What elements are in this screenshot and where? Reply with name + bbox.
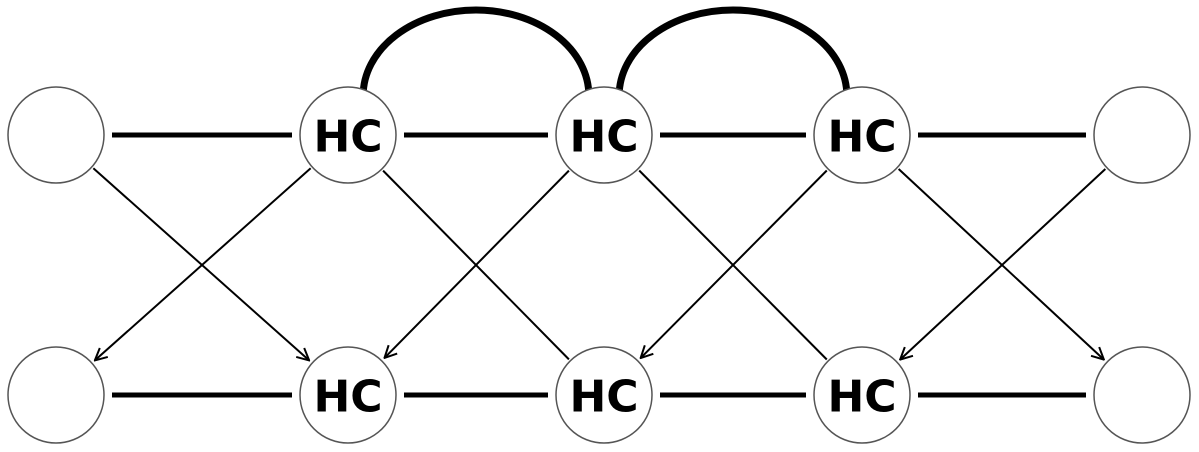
node-label: HC — [313, 372, 382, 423]
node-b1: HC — [299, 346, 397, 444]
arrow-t3-b2 — [641, 169, 828, 358]
node-circle — [555, 346, 653, 444]
node-t1: HC — [299, 86, 397, 184]
node-t2: HC — [555, 86, 653, 184]
node-circle — [7, 86, 105, 184]
node-t4 — [1093, 86, 1191, 184]
node-circle — [299, 86, 397, 184]
node-circle — [1093, 346, 1191, 444]
node-b3: HC — [813, 346, 911, 444]
arrow-t4-b3 — [900, 168, 1107, 360]
node-t3: HC — [813, 86, 911, 184]
node-label: HC — [569, 372, 638, 423]
arrow-t2-b1 — [384, 169, 570, 358]
nodes: HC HC HC HC HC HC — [7, 86, 1191, 444]
node-label: HC — [313, 112, 382, 163]
node-circle — [1093, 86, 1191, 184]
node-t0 — [7, 86, 105, 184]
top-arcs — [359, 6, 851, 96]
node-b4 — [1093, 346, 1191, 444]
cross-arrows — [92, 167, 1107, 360]
node-circle — [299, 346, 397, 444]
node-label: HC — [827, 112, 896, 163]
node-label: HC — [827, 372, 896, 423]
node-b2: HC — [555, 346, 653, 444]
node-circle — [813, 346, 911, 444]
node-circle — [7, 346, 105, 444]
node-circle — [813, 86, 911, 184]
node-circle — [555, 86, 653, 184]
node-b0 — [7, 346, 105, 444]
node-label: HC — [569, 112, 638, 163]
arrow-t1-b0 — [95, 167, 312, 360]
horizontal-bonds — [112, 132, 1086, 398]
top-arc-2 — [615, 6, 851, 96]
top-arc-1 — [359, 6, 593, 96]
